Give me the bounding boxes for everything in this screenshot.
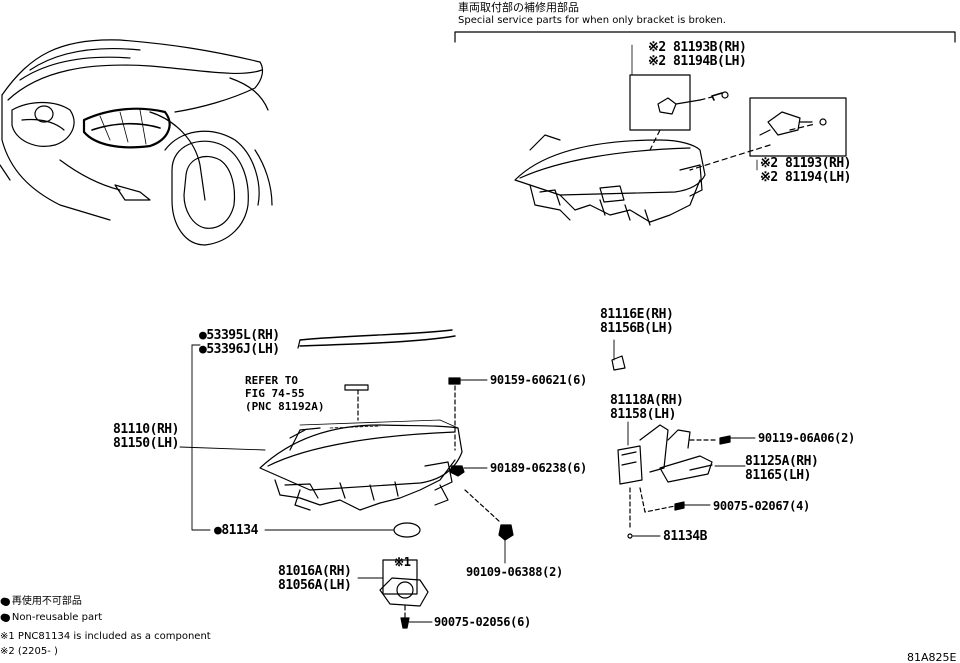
grommet-90109: [464, 489, 514, 564]
callout-81134[interactable]: ●81134: [214, 523, 258, 538]
callout-81194b-lh[interactable]: ※2 81194B(LH): [648, 54, 747, 69]
callout-81165-lh[interactable]: 81165(LH): [745, 468, 811, 483]
legend-nonreuse-jp: ● 再使用不可部品: [0, 596, 82, 607]
callout-90189-06238[interactable]: 90189-06238(6): [490, 461, 587, 475]
callout-81193b-rh[interactable]: ※2 81193B(RH): [648, 40, 747, 55]
callout-90109-06388[interactable]: 90109-06388(2): [466, 565, 563, 579]
refer-line-2[interactable]: FIG 74-55: [245, 387, 305, 400]
refer-line-1: REFER TO: [245, 374, 298, 387]
callout-81158-lh[interactable]: 81158(LH): [610, 407, 676, 422]
callout-note-1-marker: ※1: [394, 555, 411, 569]
legend-nonreuse-en: ● Non-reusable part: [0, 612, 103, 623]
bracket-81193b-illustration: [629, 74, 729, 131]
bracket-title-jp: 車両取付部の補修用部品: [458, 1, 579, 14]
callout-81194-lh[interactable]: ※2 81194(LH): [760, 170, 852, 185]
legend-note-1: ※1 PNC81134 is included as a component: [0, 631, 211, 642]
bracket-title-en: Special service parts for when only brac…: [458, 15, 726, 26]
callout-53395l-rh[interactable]: ●53395L(RH): [199, 328, 280, 343]
figure-id: 81A825E: [907, 651, 957, 663]
bolt-90159: [448, 377, 488, 451]
callout-81118a-rh[interactable]: 81118A(RH): [610, 393, 684, 408]
callout-81134b[interactable]: 81134B: [663, 529, 707, 544]
callout-90159-60621[interactable]: 90159-60621(6): [490, 373, 587, 387]
bracket-81193-illustration: [749, 97, 847, 157]
gasket-ring: [393, 522, 421, 538]
callout-81193-rh[interactable]: ※2 81193(RH): [760, 156, 852, 171]
callout-81125a-rh[interactable]: 81125A(RH): [745, 454, 819, 469]
callout-90075-02067[interactable]: 90075-02067(4): [713, 499, 810, 513]
callout-81156b-lh[interactable]: 81156B(LH): [600, 321, 674, 336]
callout-81150-lh[interactable]: 81150(LH): [113, 436, 179, 451]
callout-81110-rh[interactable]: 81110(RH): [113, 422, 179, 437]
nut-90189: [449, 465, 488, 477]
bracket-dashes: [649, 96, 816, 171]
bracket-frame: [454, 31, 956, 43]
callout-53396j-lh[interactable]: ●53396J(LH): [199, 342, 280, 357]
headlamp-top-illustration: [514, 134, 706, 226]
callout-81056a-lh[interactable]: 81056A(LH): [278, 578, 352, 593]
right-bracket-assembly: [611, 339, 756, 539]
main-headlamp-illustration: [259, 329, 463, 511]
callout-81116e-rh[interactable]: 81116E(RH): [600, 307, 674, 322]
callout-90119-06a06[interactable]: 90119-06A06(2): [758, 431, 855, 445]
callout-81016a-rh[interactable]: 81016A(RH): [278, 564, 352, 579]
refer-line-3[interactable]: (PNC 81192A): [245, 400, 325, 413]
vehicle-illustration: [0, 39, 273, 246]
callout-90075-02056[interactable]: 90075-02056(6): [434, 615, 531, 629]
legend-note-2: ※2 (2205- ): [0, 646, 58, 657]
computer-illustration: [357, 559, 433, 629]
